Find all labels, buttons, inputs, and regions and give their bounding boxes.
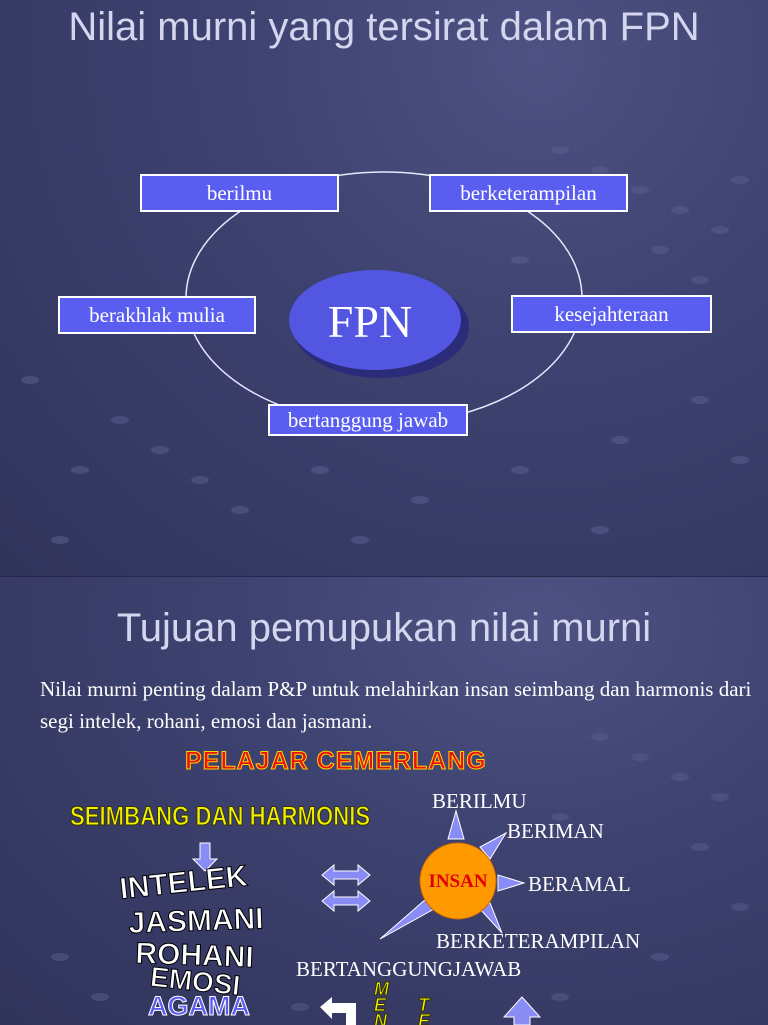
ray-label-berilmu: BERILMU <box>432 789 527 813</box>
ray-right <box>497 874 526 892</box>
node-bertanggung-jawab: bertanggung jawab <box>268 404 468 436</box>
node-berakhlak-mulia: berakhlak mulia <box>58 296 256 334</box>
partial-word-2: T E <box>417 995 431 1025</box>
ray-up <box>447 809 465 840</box>
ray-label-beramal: BERAMAL <box>528 872 631 896</box>
node-kesejahteraan: kesejahteraan <box>511 295 712 333</box>
aspect-jasmani: JASMANI <box>127 902 265 941</box>
double-arrow-bottom-icon <box>321 889 371 913</box>
ray-lower-left <box>379 898 435 940</box>
node-berilmu: berilmu <box>140 174 339 212</box>
ray-label-berketerampilan: BERKETERAMPILAN <box>436 929 641 953</box>
partial-letter: M <box>374 979 390 999</box>
partial-letter: N <box>374 1011 388 1025</box>
ray-label-bertanggungjawab: BERTANGGUNGJAWAB <box>296 957 522 981</box>
slide-title: Tujuan pemupukan nilai murni <box>116 606 652 650</box>
partial-letter: E <box>374 995 387 1015</box>
slide-fpn: Nilai murni yang tersirat dalam FPN FPN … <box>0 0 768 576</box>
agama-label: AGAMA <box>148 991 251 1022</box>
dotted-background <box>21 146 749 544</box>
insan-label: INSAN <box>428 871 487 892</box>
partial-word-1: M E N <box>374 979 390 1025</box>
fpn-label: FPN <box>328 296 412 347</box>
up-arrow-icon <box>502 996 542 1025</box>
fpn-cycle-diagram: FPN <box>185 171 583 425</box>
slide-title: Nilai murni yang tersirat dalam FPN <box>68 5 700 49</box>
dotted-background <box>51 733 749 1011</box>
partial-letter: T <box>417 995 429 1015</box>
seimbang-harmonis-heading: SEIMBANG DAN HARMONIS <box>70 801 371 832</box>
slide-tujuan: Tujuan pemupukan nilai murni Nilai murni… <box>0 576 768 1025</box>
down-arrow-icon <box>191 842 219 872</box>
fpn-ellipse <box>289 270 461 370</box>
insan-diagram-shapes: INSAN <box>191 809 542 1025</box>
partial-letter: E <box>417 1011 431 1025</box>
ray-label-beriman: BERIMAN <box>507 819 604 843</box>
turn-arrow-icon <box>320 997 356 1025</box>
insan-circle <box>419 842 497 920</box>
node-berketerampilan: berketerampilan <box>429 174 628 212</box>
pelajar-cemerlang-heading: PELAJAR CEMERLANG <box>185 747 487 776</box>
body-paragraph: Nilai murni penting dalam P&P untuk mela… <box>40 677 752 733</box>
double-arrow-top-icon <box>321 863 371 887</box>
ray-upper-right <box>479 831 508 860</box>
